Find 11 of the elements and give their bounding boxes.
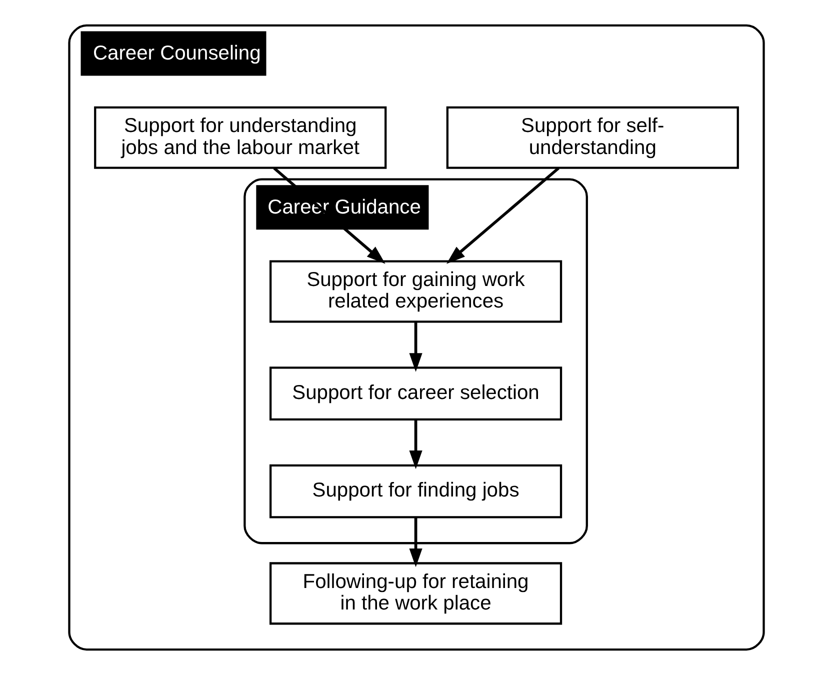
node-box: Following-up for retaining in the work place xyxy=(269,562,562,625)
arrow xyxy=(446,167,560,264)
arrow xyxy=(409,517,422,568)
arrow xyxy=(273,167,386,264)
node-box: Support for self-understanding xyxy=(446,106,739,169)
node-box: Support for finding jobs xyxy=(269,464,562,518)
node-box: Support for gaining work related experiences xyxy=(269,260,562,323)
node-box: Support for career selection xyxy=(269,366,562,421)
arrow xyxy=(409,420,422,470)
node-box: Support for understanding jobs and the labour market xyxy=(94,106,387,169)
arrow xyxy=(409,322,422,372)
